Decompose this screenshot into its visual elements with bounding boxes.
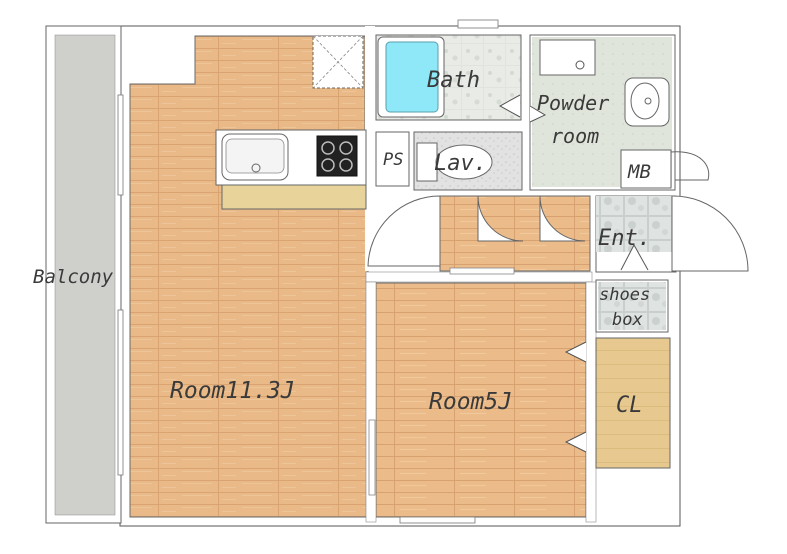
label-balcony: Balcony xyxy=(33,266,114,288)
living-window-upper xyxy=(117,94,124,196)
toilet-bowl xyxy=(435,144,493,180)
gas-stove xyxy=(316,135,358,177)
label-powder-room-2: room xyxy=(551,124,599,148)
bedroom-side-sliding-door xyxy=(368,419,376,496)
pipe-space xyxy=(375,131,410,187)
hallway-floor xyxy=(439,195,591,272)
bedroom-sliding-door xyxy=(449,267,515,275)
bath-vent xyxy=(457,19,499,29)
washing-pan xyxy=(539,39,596,76)
kitchen-counter xyxy=(221,180,367,210)
living-door-swing xyxy=(367,195,441,267)
label-lavatory: Lav. xyxy=(434,151,487,176)
powder-door-swing xyxy=(539,195,586,242)
label-mb: MB xyxy=(627,161,651,183)
label-living-room: Room11.3J xyxy=(170,378,295,404)
lav-door-swing xyxy=(477,195,524,242)
closet-door-arrow-bottom xyxy=(564,431,587,453)
meter-box xyxy=(620,149,672,189)
label-entrance: Ent. xyxy=(598,226,651,251)
label-bedroom: Room5J xyxy=(429,389,512,415)
entrance-door-swing xyxy=(671,195,749,272)
label-powder-room-1: Powder xyxy=(537,91,609,115)
bath-door-arrow xyxy=(498,94,521,118)
bedroom-floor xyxy=(375,282,587,518)
label-shoes-box-1: shoes xyxy=(599,285,650,305)
bathtub-water xyxy=(385,41,439,113)
mb-door-swing xyxy=(670,151,710,181)
bedroom-window xyxy=(399,516,476,524)
living-window-lower xyxy=(117,309,124,476)
label-ps: PS xyxy=(383,150,403,170)
closet xyxy=(595,337,671,469)
label-bath: Bath xyxy=(427,68,480,93)
shoes-box xyxy=(598,282,666,330)
entrance-floor xyxy=(596,196,672,252)
balcony-floor xyxy=(54,34,116,516)
living-room-floor xyxy=(130,36,368,517)
closet-door-arrow-top xyxy=(564,341,587,363)
label-shoes-box-2: box xyxy=(612,310,643,330)
label-closet: CL xyxy=(616,393,643,418)
